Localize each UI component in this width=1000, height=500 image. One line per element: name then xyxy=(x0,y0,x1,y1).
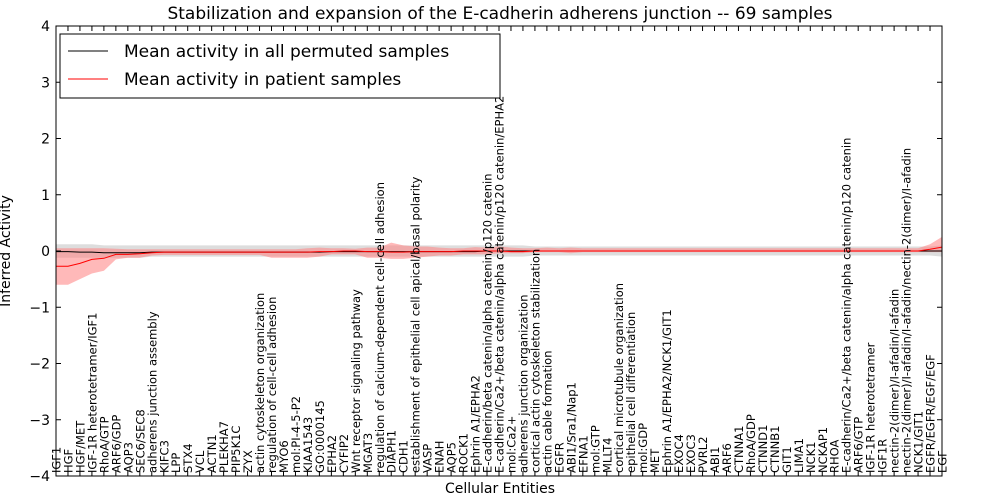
x-tick-label: MGAT3 xyxy=(361,433,375,473)
y-tick-label: 4 xyxy=(41,19,50,35)
x-tick-label: NCKAP1 xyxy=(816,427,830,473)
x-tick-label: mol:Ca2+ xyxy=(505,416,519,473)
x-tick-label: PIP5K1C xyxy=(229,426,243,473)
y-tick-label: 1 xyxy=(41,188,50,204)
x-tick-label: ACTN1 xyxy=(205,434,219,473)
x-tick-label: MLLT4 xyxy=(600,438,614,474)
x-tick-label: nectin-2(dimer)/I-afadin/I-afadin xyxy=(888,289,902,473)
x-tick-label: mol:GDP xyxy=(636,423,650,473)
x-tick-label: GIT1 xyxy=(780,446,794,473)
x-tick-label: E-cadherin/Ca2+/beta catenin/alpha caten… xyxy=(840,138,854,473)
x-tick-label: VCL xyxy=(193,450,207,473)
line-patient xyxy=(56,246,943,267)
x-tick-label: EFNA1 xyxy=(576,435,590,473)
x-tick-label: adherens junction assembly xyxy=(145,311,159,473)
x-tick-label: ABI1 xyxy=(708,447,722,473)
x-tick-label: cortical actin cytoskeleton stabilizatio… xyxy=(528,249,542,473)
x-tick-label: KIFC3 xyxy=(157,440,171,473)
x-tick-label: RhoA/GTP xyxy=(97,416,111,473)
x-tick-label: DIAPH1 xyxy=(385,430,399,473)
x-tick-label: SEC6/SEC8 xyxy=(133,409,147,473)
y-tick-label: −2 xyxy=(29,357,50,373)
x-tick-label: Wnt receptor signaling pathway xyxy=(349,289,363,473)
legend-label: Mean activity in patient samples xyxy=(124,70,401,90)
y-tick-label: 2 xyxy=(41,132,50,148)
y-tick-label: −1 xyxy=(29,300,50,316)
x-tick-label: nectin-2(dimer)/I-afadin/I-afadin/nectin… xyxy=(900,148,914,473)
x-tick-label: ENAH xyxy=(433,441,447,473)
x-tick-label: ARF6/GTP xyxy=(852,417,866,473)
x-tick-label: MET xyxy=(648,448,662,473)
x-tick-label: STX4 xyxy=(181,443,195,473)
x-tick-label: ARF6/GDP xyxy=(109,415,123,473)
x-tick-label: EGFR xyxy=(552,442,566,473)
y-tick-label: −4 xyxy=(29,469,50,485)
x-tick-label: CTNND1 xyxy=(756,425,770,473)
x-tick-label: CTNNB1 xyxy=(768,426,782,473)
x-tick-label: mol:PI-4-5-P2 xyxy=(289,396,303,473)
x-tick-label: adherens junction organization xyxy=(516,295,530,473)
x-tick-label: VASP xyxy=(421,444,435,473)
x-tick-label: MYO6 xyxy=(277,440,291,473)
x-tick-label: RhoA/GDP xyxy=(744,414,758,473)
y-axis-ticks: −4 −3 −2 −1 0 1 2 3 4 xyxy=(29,19,942,485)
x-tick-label: establishment of epithelial cell apical/… xyxy=(409,177,423,473)
y-tick-label: 3 xyxy=(41,75,50,91)
x-tick-label: regulation of cell-cell adhesion xyxy=(265,297,279,473)
x-tick-label: IGF-1R heterotetramer/IGF1 xyxy=(85,313,99,473)
x-axis-label: Cellular Entities xyxy=(445,481,555,497)
x-tick-label: CTNNA1 xyxy=(732,426,746,473)
x-tick-label: ARF6 xyxy=(720,443,734,473)
y-tick-label: −3 xyxy=(29,413,50,429)
x-tick-label: HGF xyxy=(62,449,76,473)
y-axis-label: Inferred Activity xyxy=(0,195,14,307)
x-tick-label: CDH1 xyxy=(397,440,411,473)
x-tick-label: EXOC3 xyxy=(684,434,698,473)
x-tick-label: NCK1 xyxy=(804,442,818,474)
x-tick-label: RHOA xyxy=(828,440,842,473)
x-tick-label: actin cable formation xyxy=(540,350,554,473)
x-tick-label: KIAA1543 xyxy=(301,417,315,473)
x-tick-label: Ephrin A1/EPHA2/NCK1/GIT1 xyxy=(660,309,674,473)
x-tick-label: EXOC4 xyxy=(672,434,686,473)
x-tick-label: IGF-1R heterotetramer xyxy=(864,342,878,473)
x-tick-label: PVRL2 xyxy=(696,436,710,473)
x-tick-label: LIMA1 xyxy=(792,438,806,473)
legend-label: Mean activity in all permuted samples xyxy=(124,42,449,62)
x-tick-label: IGF1R xyxy=(876,439,890,473)
x-tick-label: E-cadherin/Ca2+/beta catenin/alpha caten… xyxy=(493,96,507,473)
x-tick-label: LPP xyxy=(169,453,183,473)
legend-box xyxy=(59,33,501,99)
legend: Mean activity in all permuted samplesMea… xyxy=(59,33,501,99)
x-tick-label: E-cadherin/beta catenin/alpha catenin/p1… xyxy=(481,174,495,474)
x-tick-label: mol:GTP xyxy=(588,425,602,473)
x-tick-label: epithelial cell differentiation xyxy=(624,312,638,473)
y-tick-label: 0 xyxy=(41,244,50,260)
x-tick-label: GO:0000145 xyxy=(313,400,327,473)
x-tick-label: NCK1/GIT1 xyxy=(912,411,926,473)
x-tick-label: ABI1/Sra1/Nap1 xyxy=(564,382,578,473)
plot-frame xyxy=(55,25,943,477)
x-tick-label: HGF/MET xyxy=(73,420,87,473)
x-tick-label: CYFIP2 xyxy=(337,434,351,473)
band-patient xyxy=(56,236,942,285)
x-tick-label: cortical microtubule organization xyxy=(612,283,626,473)
chart-title: Stabilization and expansion of the E-cad… xyxy=(167,4,832,24)
x-tick-label: EGFR/EGFR/EGF/EGF xyxy=(924,354,938,473)
x-tick-label: AQP3 xyxy=(121,442,135,473)
x-tick-label: Ephrin A1/EPHA2 xyxy=(469,375,483,473)
x-tick-label: ROCK1 xyxy=(457,433,471,473)
x-tick-label: actin cytoskeleton organization xyxy=(253,293,267,473)
x-tick-label: AQP5 xyxy=(445,442,459,473)
series-lines xyxy=(56,246,943,267)
x-tick-label: ZYX xyxy=(241,450,255,473)
x-tick-label: regulation of calcium-dependent cell-cel… xyxy=(373,182,387,473)
x-tick-label: PLEKHA7 xyxy=(217,421,231,473)
x-tick-label: EPHA2 xyxy=(325,435,339,473)
